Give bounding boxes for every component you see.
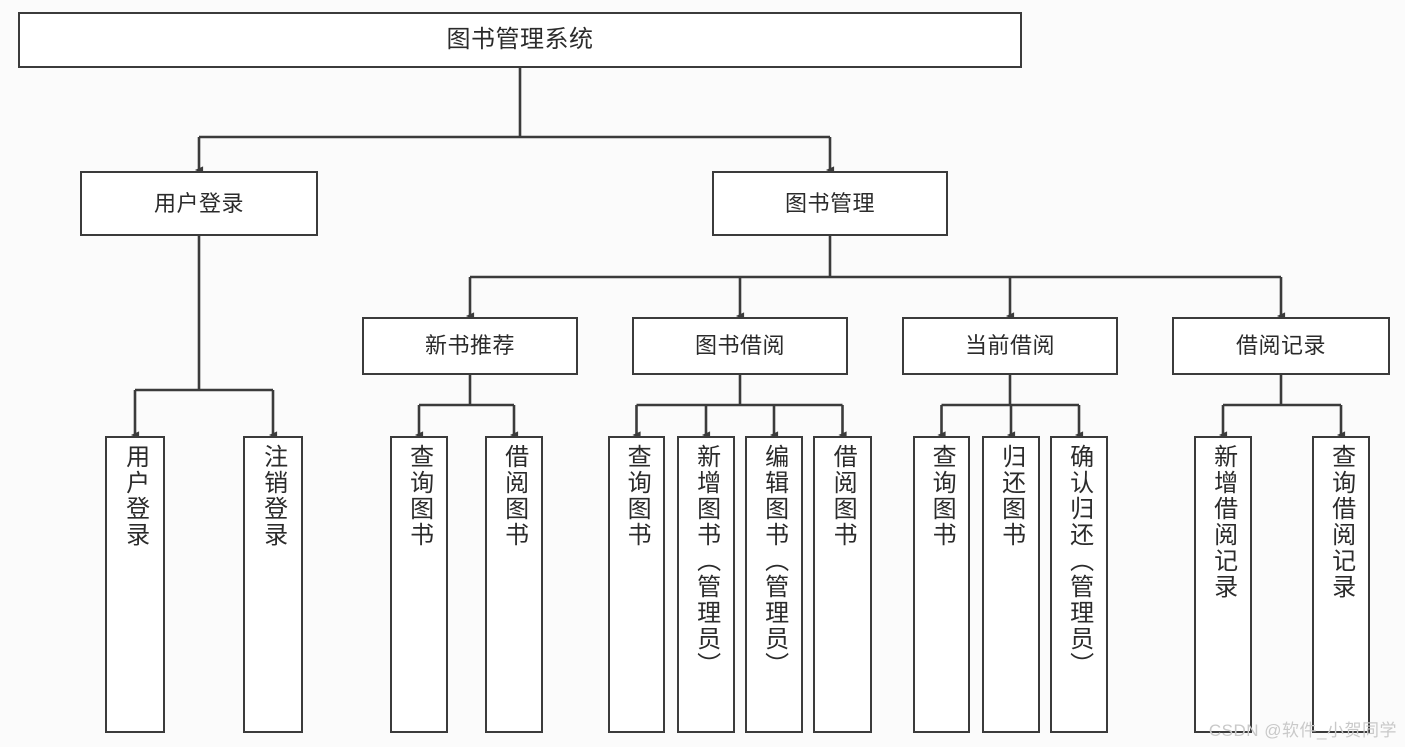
node-label: 归还图书 — [997, 444, 1025, 548]
node-new-book-recommend[interactable]: 新书推荐 — [362, 317, 578, 375]
node-leaf-add-record[interactable]: 新增借阅记录 — [1194, 436, 1252, 733]
node-leaf-return-book[interactable]: 归还图书 — [982, 436, 1040, 733]
node-borrow-record[interactable]: 借阅记录 — [1172, 317, 1390, 375]
node-label: 编辑图书（管理员） — [760, 444, 788, 678]
node-book-manage[interactable]: 图书管理 — [712, 171, 948, 236]
node-leaf-confirm-return[interactable]: 确认归还（管理员） — [1050, 436, 1108, 733]
node-leaf-query-book-bb[interactable]: 查询图书 — [608, 436, 665, 733]
node-label: 用户登录 — [153, 190, 244, 216]
node-label: 借阅图书 — [500, 444, 528, 548]
node-label: 查询图书 — [623, 444, 651, 548]
node-label: 用户登录 — [121, 444, 149, 548]
node-label: 查询借阅记录 — [1327, 444, 1355, 600]
node-label: 借阅图书 — [829, 444, 857, 548]
node-label: 确认归还（管理员） — [1065, 444, 1093, 678]
node-leaf-query-book-rec[interactable]: 查询图书 — [390, 436, 448, 733]
node-label: 查询图书 — [405, 444, 433, 548]
node-leaf-logout[interactable]: 注销登录 — [243, 436, 303, 733]
node-leaf-borrow-book-bb[interactable]: 借阅图书 — [813, 436, 872, 733]
node-leaf-edit-book[interactable]: 编辑图书（管理员） — [745, 436, 803, 733]
node-user-login[interactable]: 用户登录 — [80, 171, 318, 236]
node-leaf-user-login[interactable]: 用户登录 — [105, 436, 165, 733]
csdn-watermark: CSDN @软件_小贺同学 — [1208, 721, 1397, 740]
node-leaf-query-record[interactable]: 查询借阅记录 — [1312, 436, 1370, 733]
node-leaf-add-book[interactable]: 新增图书（管理员） — [677, 436, 735, 733]
node-label: 新书推荐 — [424, 333, 515, 359]
node-label: 图书借阅 — [694, 333, 785, 359]
node-label: 新增借阅记录 — [1209, 444, 1237, 600]
node-label: 借阅记录 — [1235, 333, 1326, 359]
node-label: 图书管理系统 — [446, 25, 594, 53]
node-leaf-query-book-cb[interactable]: 查询图书 — [913, 436, 970, 733]
node-label: 图书管理 — [784, 190, 875, 216]
node-label: 查询图书 — [928, 444, 956, 548]
node-current-borrow[interactable]: 当前借阅 — [902, 317, 1118, 375]
node-label: 当前借阅 — [964, 333, 1055, 359]
node-root[interactable]: 图书管理系统 — [18, 12, 1022, 68]
node-book-borrow[interactable]: 图书借阅 — [632, 317, 848, 375]
node-label: 新增图书（管理员） — [692, 444, 720, 678]
node-label: 注销登录 — [259, 444, 287, 548]
node-leaf-borrow-book-rec[interactable]: 借阅图书 — [485, 436, 543, 733]
